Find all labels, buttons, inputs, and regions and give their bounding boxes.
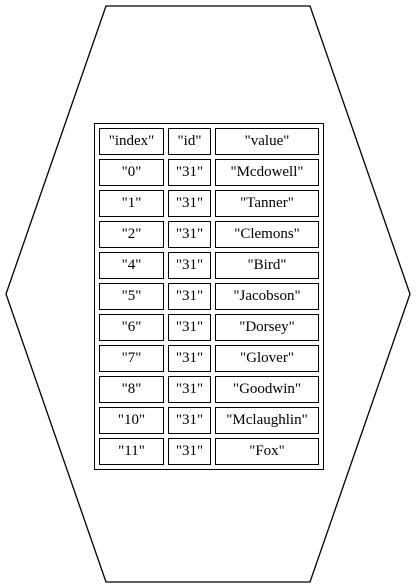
table-row: "5" "31" "Jacobson" — [99, 283, 319, 310]
cell-id: "31" — [168, 438, 211, 465]
cell-value: "Mcdowell" — [215, 159, 319, 186]
cell-value: "Fox" — [215, 438, 319, 465]
table-header-row: "index" "id" "value" — [99, 128, 319, 155]
cell-value: "Mclaughlin" — [215, 407, 319, 434]
cell-id: "31" — [168, 376, 211, 403]
cell-value: "Jacobson" — [215, 283, 319, 310]
table-row: "0" "31" "Mcdowell" — [99, 159, 319, 186]
cell-value: "Bird" — [215, 252, 319, 279]
cell-id: "31" — [168, 252, 211, 279]
cell-value: "Glover" — [215, 345, 319, 372]
cell-index: "0" — [99, 159, 164, 186]
cell-index: "4" — [99, 252, 164, 279]
cell-value: "Goodwin" — [215, 376, 319, 403]
cell-index: "2" — [99, 221, 164, 248]
cell-value: "Dorsey" — [215, 314, 319, 341]
cell-index: "5" — [99, 283, 164, 310]
table-row: "2" "31" "Clemons" — [99, 221, 319, 248]
header-cell-value: "value" — [215, 128, 319, 155]
cell-id: "31" — [168, 345, 211, 372]
cell-index: "1" — [99, 190, 164, 217]
cell-value: "Tanner" — [215, 190, 319, 217]
table-row: "4" "31" "Bird" — [99, 252, 319, 279]
cell-index: "6" — [99, 314, 164, 341]
cell-index: "8" — [99, 376, 164, 403]
record-table: "index" "id" "value" "0" "31" "Mcdowell"… — [94, 123, 324, 470]
cell-id: "31" — [168, 314, 211, 341]
cell-index: "11" — [99, 438, 164, 465]
cell-id: "31" — [168, 159, 211, 186]
table-row: "7" "31" "Glover" — [99, 345, 319, 372]
cell-id: "31" — [168, 283, 211, 310]
table-body: "index" "id" "value" "0" "31" "Mcdowell"… — [99, 128, 319, 465]
table-row: "6" "31" "Dorsey" — [99, 314, 319, 341]
cell-id: "31" — [168, 407, 211, 434]
header-cell-index: "index" — [99, 128, 164, 155]
cell-value: "Clemons" — [215, 221, 319, 248]
cell-index: "7" — [99, 345, 164, 372]
table-row: "11" "31" "Fox" — [99, 438, 319, 465]
header-cell-id: "id" — [168, 128, 211, 155]
cell-id: "31" — [168, 221, 211, 248]
table-row: "10" "31" "Mclaughlin" — [99, 407, 319, 434]
cell-id: "31" — [168, 190, 211, 217]
cell-index: "10" — [99, 407, 164, 434]
table-row: "1" "31" "Tanner" — [99, 190, 319, 217]
table-row: "8" "31" "Goodwin" — [99, 376, 319, 403]
